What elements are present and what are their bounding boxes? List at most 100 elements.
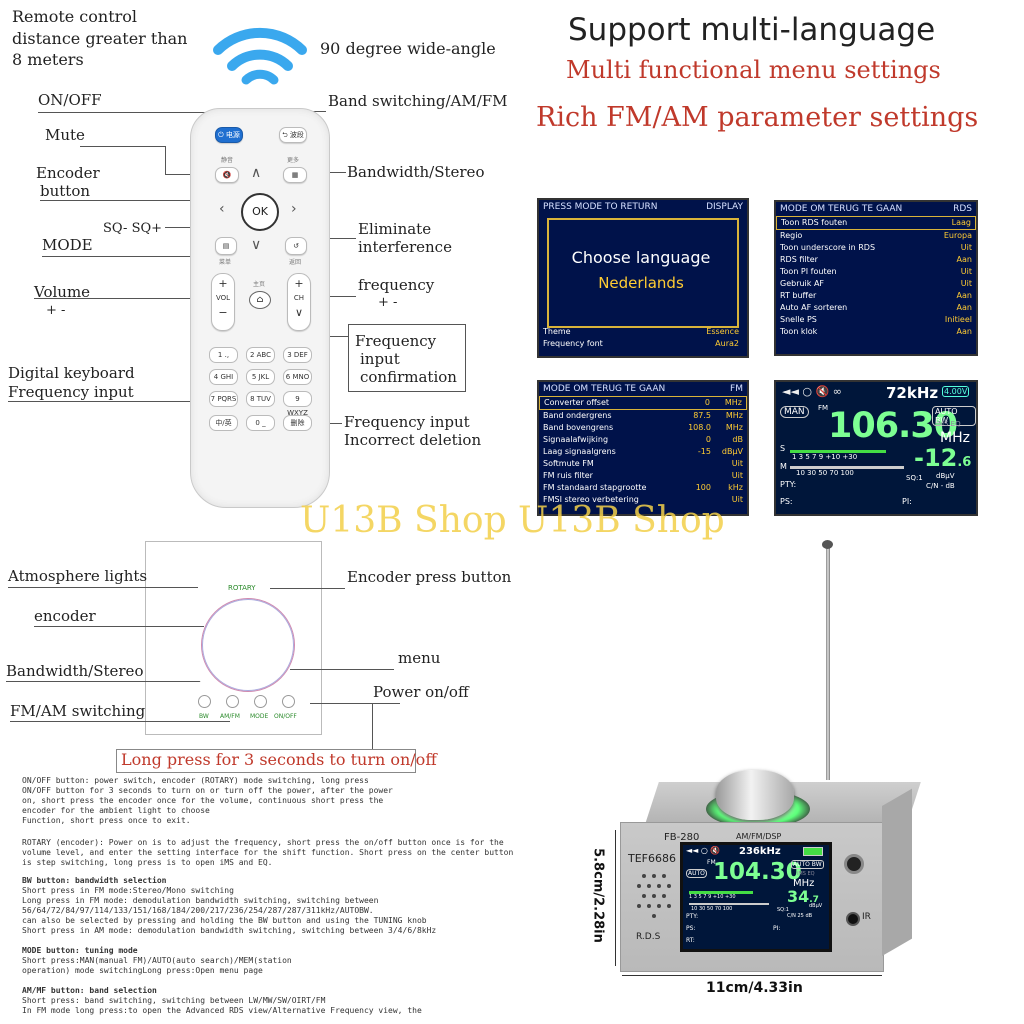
label-freq-confirm-3: confirmation xyxy=(360,368,457,386)
key-0[interactable]: 0 _ xyxy=(246,415,275,431)
label-freq-confirm-2: input xyxy=(360,350,400,368)
fm-setting-label: Band ondergrens xyxy=(543,411,612,420)
sq-label: SQ:1 xyxy=(906,474,923,482)
fm-setting-unit: MHz xyxy=(725,423,743,432)
device-side xyxy=(882,788,912,956)
rds-setting-label: Auto AF sorteren xyxy=(780,303,848,312)
lang-value[interactable]: Nederlands xyxy=(598,274,684,292)
mute-button[interactable]: 🔇 xyxy=(215,167,239,183)
antenna-tip xyxy=(822,540,833,549)
key-5[interactable]: 5 JKL xyxy=(246,369,275,385)
ch-plus[interactable]: + xyxy=(294,277,304,290)
eliminate-button[interactable]: ↺ xyxy=(285,237,307,255)
delete-key[interactable]: 删除 xyxy=(283,415,312,431)
fm-setting-label: FMSI stereo verbetering xyxy=(543,495,639,504)
speaker-mute-icon: 🔇 xyxy=(222,171,232,179)
doc-p3: Short press in FM mode:Stereo/Mono switc… xyxy=(22,886,437,935)
auto-bw-badge: AUTO BW xyxy=(932,406,976,426)
down-arrow-icon[interactable]: ∨ xyxy=(251,237,262,253)
zh-en-key[interactable]: 中/英 xyxy=(209,415,238,431)
device-scale-top: 1 3 5 7 9 +10 +30 xyxy=(689,894,736,900)
rotary-knob[interactable] xyxy=(716,770,794,820)
bw-panel-button[interactable] xyxy=(198,695,211,708)
home-button[interactable]: ⌂ xyxy=(249,291,271,309)
cn-label: C/N - dB xyxy=(926,482,955,490)
s-meter-label: S xyxy=(780,444,786,453)
bandwidth-stereo-button[interactable]: ▦ xyxy=(283,167,307,183)
vol-minus[interactable]: − xyxy=(218,306,228,319)
label-band-switch: Band switching/AM/FM xyxy=(328,92,508,110)
label-panel-bw: Bandwidth/Stereo xyxy=(6,662,144,680)
key-2[interactable]: 2 ABC xyxy=(246,347,275,363)
remote-control: ⏻ 电源 ⮌ 波段 静音 更多 🔇 ▦ ∧ ∨ ‹ › OK ▤ ↺ 菜单 返回… xyxy=(190,108,330,508)
key-9[interactable]: 9 WXYZ xyxy=(283,391,312,417)
fm-setting-unit: MHz xyxy=(724,398,742,407)
rotary-label: ROTARY xyxy=(228,584,256,592)
key-1[interactable]: 1 ., xyxy=(209,347,238,363)
long-press-box xyxy=(116,749,416,773)
device-ps: PS: xyxy=(686,925,696,932)
rds-header-right: RDS xyxy=(953,204,972,214)
fm-setting-label: Laag signaalgrens xyxy=(543,447,616,456)
up-arrow-icon[interactable]: ∧ xyxy=(251,165,262,181)
ok-button[interactable]: OK xyxy=(241,193,279,231)
key-3[interactable]: 3 DEF xyxy=(283,347,312,363)
vol-plus[interactable]: + xyxy=(218,277,228,290)
rotary-encoder[interactable] xyxy=(201,598,295,692)
key-7[interactable]: 7 PQRS xyxy=(209,391,238,407)
device-chip: TEF6686 xyxy=(628,852,676,865)
mode-button[interactable]: ▤ xyxy=(215,237,237,255)
menu-icon: ▤ xyxy=(222,242,230,250)
freq-confirm-box xyxy=(348,324,466,392)
main-unit: MHz xyxy=(940,430,970,446)
lang-prompt: Choose language xyxy=(571,248,711,267)
long-press-text: Long press for 3 seconds to turn on/off xyxy=(121,750,437,769)
right-arrow-icon[interactable]: › xyxy=(291,201,297,217)
key-8[interactable]: 8 TUV xyxy=(246,391,275,407)
key-4[interactable]: 4 GHI xyxy=(209,369,238,385)
onoff-panel-button[interactable] xyxy=(282,695,295,708)
ch-minus[interactable]: ∨ xyxy=(294,306,304,319)
amfm-panel-button[interactable] xyxy=(226,695,239,708)
fm-setting-label: Softmute FM xyxy=(543,459,594,468)
channel-rocker[interactable]: + CH ∨ xyxy=(287,273,311,331)
label-sq: SQ- SQ+ xyxy=(103,221,163,236)
fm-setting-label: FM ruis filter xyxy=(543,471,593,480)
power-button[interactable]: ⏻ 电源 xyxy=(215,127,243,143)
range-text-line2: distance greater than xyxy=(12,29,188,48)
man-badge: MAN xyxy=(780,406,809,418)
rds-header-left: MODE OM TERUG TE GAAN xyxy=(780,204,903,214)
device-battery-icon xyxy=(803,847,823,856)
fm-setting-unit: kHz xyxy=(728,483,743,492)
label-on-off: ON/OFF xyxy=(38,91,102,109)
mode-panel-button[interactable] xyxy=(254,695,267,708)
key-6[interactable]: 6 MNO xyxy=(283,369,312,385)
front-panel-diagram: ROTARY BW AM/FM MODE ON/OFF xyxy=(145,541,322,735)
volume-rocker[interactable]: + VOL − xyxy=(211,273,235,331)
band-button[interactable]: ⮌ 波段 xyxy=(279,127,307,143)
rds-setting-value: Uit xyxy=(960,279,972,288)
left-arrow-icon[interactable]: ‹ xyxy=(219,201,225,217)
headphone-jack[interactable] xyxy=(844,854,864,874)
